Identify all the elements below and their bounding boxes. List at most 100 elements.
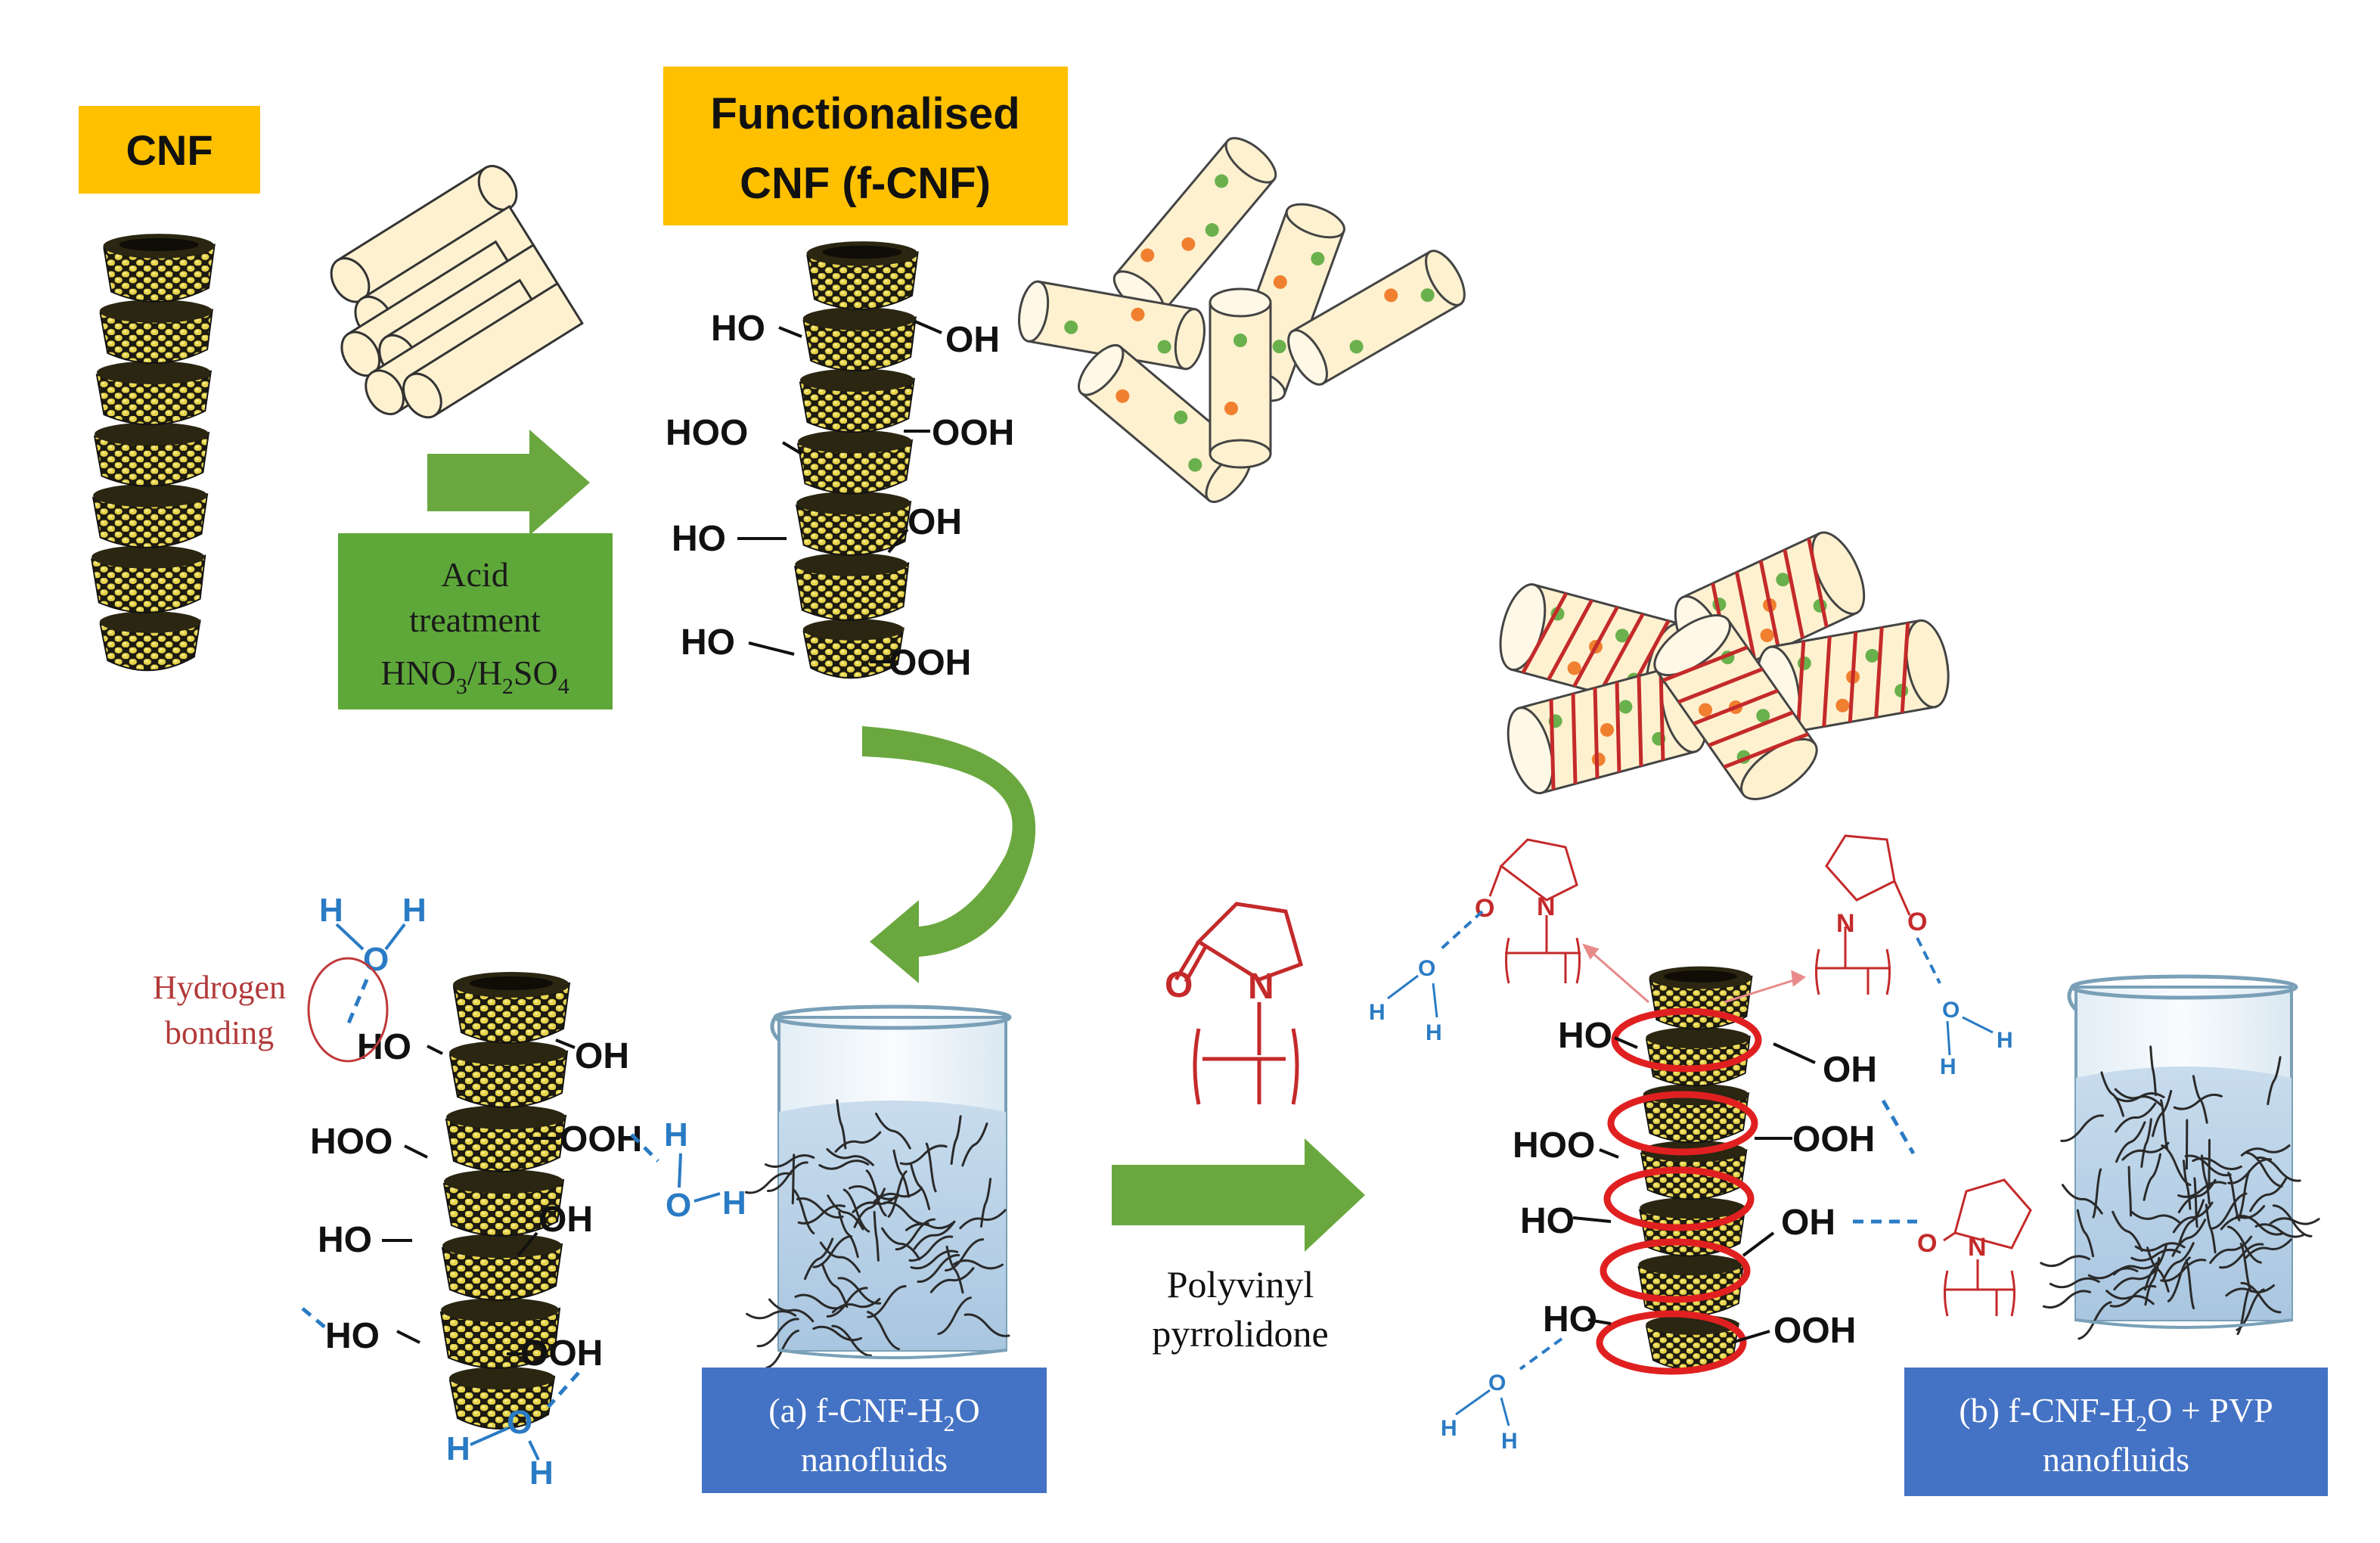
- pvp-group-left-4: HO: [1543, 1299, 1597, 1340]
- pvp-helix-segment: [1549, 699, 1556, 790]
- svg-text:O: O: [1418, 956, 1435, 981]
- functional-dot: [1835, 698, 1850, 713]
- functional-dot: [1215, 174, 1229, 188]
- water-group-right-1: OH: [575, 1036, 629, 1076]
- cnf-squiggle: [2130, 1248, 2181, 1262]
- cnf-squiggle: [2173, 1093, 2223, 1110]
- cnf-squiggle: [796, 1197, 844, 1219]
- pvp-unit-tr-nitrogen: N: [1836, 909, 1855, 938]
- fcnf-group-left-3: HO: [672, 519, 726, 559]
- cnf-squiggle: [2185, 1259, 2195, 1310]
- cnf-squiggle: [2182, 1160, 2192, 1210]
- pvp-wrapped-cylinders: [1499, 531, 1950, 800]
- cnf-squiggle: [767, 1161, 808, 1193]
- cnf-squiggle: [2211, 1192, 2248, 1230]
- svg-text:O: O: [1942, 998, 1960, 1023]
- fcnf-functional-groups: HO HOO HO HO OH OOH OH OOH: [666, 309, 1014, 683]
- cnf-squiggle: [797, 1204, 846, 1225]
- acid-line2: treatment: [409, 601, 541, 639]
- cnf-squiggle: [963, 1313, 1010, 1337]
- cnf-label-box: CNF: [79, 106, 260, 194]
- cnf-squiggle: [910, 1163, 931, 1210]
- svg-text:O: O: [666, 1187, 691, 1224]
- water-pvp-right: O H H: [1916, 937, 2013, 1079]
- water-group-left-3: HO: [318, 1220, 372, 1260]
- svg-text:O: O: [507, 1404, 532, 1441]
- dispersed-cnf-squiggles: [744, 1099, 1010, 1369]
- cnf-squiggle: [792, 1188, 815, 1234]
- pvp-helix-segment: [1677, 667, 1764, 704]
- pvp-nitrogen: N: [1248, 967, 1274, 1007]
- cnf-squiggle: [892, 1149, 911, 1198]
- cnf-squiggle: [2177, 1181, 2227, 1198]
- functional-dot: [1188, 458, 1202, 472]
- cnf-squiggle: [2178, 1199, 2205, 1243]
- cnf-squiggle: [873, 1210, 880, 1262]
- cnf-squiggle: [2245, 1238, 2292, 1259]
- functional-dot: [1699, 703, 1713, 717]
- cnf-squiggle: [2171, 1219, 2207, 1257]
- functional-dot: [1131, 307, 1145, 321]
- cnf-squiggle: [2184, 1154, 2232, 1177]
- cnf-squiggle: [867, 1311, 901, 1351]
- water-fcnf-functional-groups: HO HOO HO HO OH OOH OH OOH: [310, 1027, 642, 1374]
- pvp-helix-segment: [1598, 613, 1645, 694]
- cnf-squiggle: [2060, 1114, 2104, 1142]
- functional-dot: [1349, 340, 1364, 354]
- water-pvp-left: O H H: [1369, 910, 1484, 1045]
- functional-dot: [1273, 275, 1287, 289]
- pvp-unit-top-left: [1488, 838, 1581, 984]
- cnf-squiggle: [768, 1298, 815, 1323]
- cnf-squiggle: [837, 1277, 882, 1305]
- functional-dot: [1064, 320, 1078, 334]
- pvp-group-left-2: HOO: [1513, 1125, 1595, 1166]
- svg-text:H: H: [1369, 1000, 1385, 1025]
- cnf-squiggle: [2127, 1166, 2133, 1217]
- cnf-squiggle: [2115, 1121, 2146, 1163]
- cnf-squiggle: [905, 1221, 956, 1231]
- pvp-unit-br-oxygen: O: [1917, 1229, 1937, 1258]
- cnf-squiggle: [2240, 1144, 2291, 1156]
- cnf-squiggle: [744, 1172, 793, 1194]
- cnf-squiggle: [2092, 1168, 2102, 1219]
- cnf-squiggle: [2100, 1071, 2125, 1117]
- cnf-squiggle: [2172, 1201, 2214, 1234]
- fcnf-group-right-2: OOH: [932, 413, 1014, 453]
- fcnf-group-left-2: HOO: [666, 413, 748, 453]
- cnf-squiggle: [2159, 1099, 2169, 1150]
- water-group-right-2: OOH: [560, 1119, 642, 1160]
- cylinder: [1078, 344, 1252, 503]
- nanofluid-b-line2: nanofluids: [2043, 1440, 2189, 1479]
- hydrogen-bonding-callout: Hydrogen bonding: [153, 957, 389, 1063]
- cnf-squiggle: [950, 1115, 962, 1166]
- pvp-helix-segment: [1795, 641, 1806, 731]
- curved-down-arrow-icon: [862, 726, 1036, 983]
- cnf-squiggle: [812, 1235, 853, 1268]
- pvp-helix-segment: [1735, 571, 1757, 661]
- cnf-squiggle: [2042, 1290, 2092, 1309]
- cnf-squiggle: [865, 1169, 887, 1217]
- cnf-squiggle: [917, 1254, 960, 1283]
- nanofluid-a-line2: nanofluids: [801, 1440, 948, 1479]
- nanofluid-b-box: (b) f-CNF-H2O + PVP nanofluids: [1904, 1368, 2328, 1496]
- cnf-squiggle: [2220, 1205, 2266, 1231]
- cnf-squiggle: [883, 1201, 929, 1225]
- fcnf-group-right-1: OH: [945, 320, 1000, 360]
- pvp-arrow-icon: [1112, 1138, 1365, 1252]
- cnf-squiggle: [2227, 1158, 2273, 1184]
- cnf-squiggle: [842, 1188, 870, 1233]
- functional-dot: [1756, 709, 1770, 723]
- cnf-squiggle: [2205, 1203, 2217, 1254]
- cnf-squiggle: [2167, 1256, 2191, 1302]
- cnf-squiggle: [804, 1237, 834, 1281]
- cnf-squiggle: [2105, 1290, 2155, 1305]
- cnf-label: CNF: [126, 126, 213, 174]
- pvp-oxygen: O: [1165, 965, 1193, 1005]
- cnf-squiggle: [2087, 1267, 2139, 1280]
- functional-dot: [1615, 629, 1629, 643]
- fcnf-label-line2: CNF (f-CNF): [740, 159, 991, 208]
- svg-text:H: H: [319, 892, 343, 929]
- cnf-squiggle: [2149, 1045, 2157, 1097]
- pvp-helix-segment: [1822, 636, 1832, 727]
- pvp-unit-bottom-right: [1943, 1178, 2032, 1317]
